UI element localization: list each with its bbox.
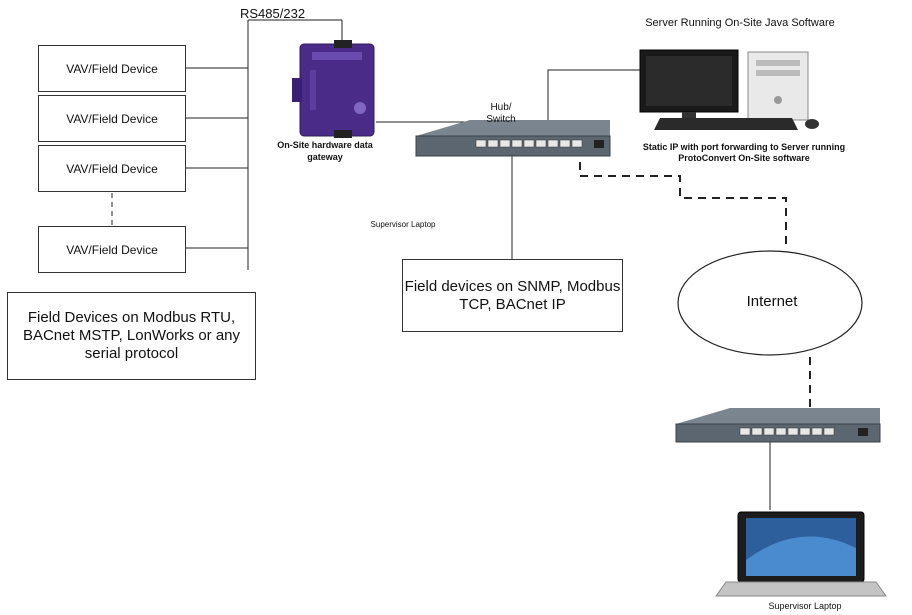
- mouse-icon: [805, 119, 819, 129]
- static-ip-note: Static IP with port forwarding to Server…: [642, 142, 846, 163]
- gateway-label: On-Site hardware data gateway: [277, 140, 373, 162]
- field-device-box: VAV/Field Device: [38, 145, 186, 192]
- keyboard-icon: [654, 118, 798, 130]
- monitor-icon: [639, 49, 739, 123]
- switch-to-server-line: [547, 69, 640, 142]
- field-device-box: VAV/Field Device: [38, 95, 186, 142]
- switch-icon: [675, 408, 881, 443]
- hub-switch-label: Hub/ Switch: [486, 102, 516, 125]
- gateway-icon: [292, 40, 375, 138]
- switch-icon: [415, 120, 611, 157]
- bus-label: RS485/232: [240, 6, 306, 21]
- ip-field-devices-note: Field devices on SNMP, Modbus TCP, BACne…: [402, 259, 623, 332]
- server-label: Server Running On-Site Java Software: [645, 17, 835, 29]
- supervisor-laptop-label: Supervisor Laptop: [370, 220, 436, 229]
- supervisor-laptop-label: Supervisor Laptop: [768, 601, 842, 611]
- internet-circle: [677, 250, 863, 356]
- field-device-box: VAV/Field Device: [38, 45, 186, 92]
- laptop-icon: [715, 511, 887, 597]
- tower-pc-icon: [747, 51, 809, 121]
- serial-protocols-note: Field Devices on Modbus RTU, BACnet MSTP…: [7, 292, 256, 380]
- field-device-box: VAV/Field Device: [38, 226, 186, 273]
- internet-label: Internet: [746, 293, 798, 310]
